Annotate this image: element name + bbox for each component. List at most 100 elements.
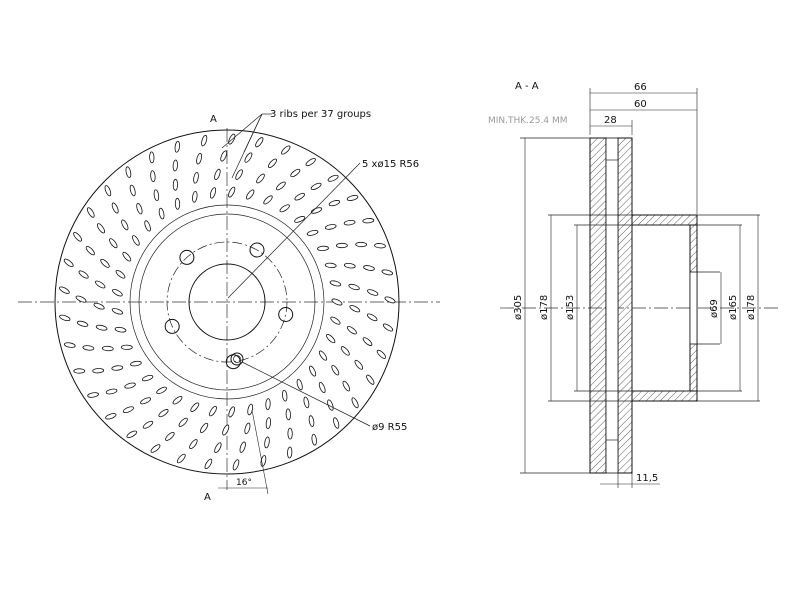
hole-note: 5 xø15 R56 [362, 159, 419, 170]
vent-slot [158, 409, 169, 418]
vent-slot [112, 288, 123, 297]
vent-slot [276, 181, 286, 191]
small-hole-note-leader [241, 361, 371, 427]
vent-slot [59, 314, 71, 322]
vent-slot [87, 392, 99, 398]
vent-slot [193, 171, 199, 184]
section-view: A - A MIN.THK.25.4 MM 66 60 28 [488, 81, 780, 488]
vent-slot [327, 399, 334, 411]
dim-11-5-label: 11,5 [636, 473, 658, 484]
vent-slot [306, 229, 319, 236]
vent-slot [326, 334, 336, 344]
vent-gap [605, 137, 619, 474]
bolt-circle [166, 241, 288, 363]
vent-slot [209, 405, 217, 417]
vent-slot [309, 365, 317, 377]
vent-slot [281, 145, 291, 155]
vent-slot [111, 308, 124, 315]
vent-slot [76, 320, 89, 327]
small-locating-hole-inner [233, 355, 241, 363]
rib-note-leader-3 [243, 113, 263, 153]
vent-slot [196, 152, 203, 165]
vent-slot [142, 420, 154, 429]
hole-note-leader [227, 162, 361, 299]
vent-slot [327, 174, 339, 182]
vent-slot [265, 417, 272, 429]
vent-slot [172, 178, 179, 191]
disc-outer-edge [54, 129, 400, 475]
vent-slot [156, 386, 167, 395]
hat-inner-circle [138, 213, 316, 391]
vent-slot [95, 280, 106, 289]
vent-slot [101, 345, 114, 352]
front-view: A A 3 ribs per 37 groups 5 xø15 R56 ø9 R… [18, 109, 440, 503]
vent-slot [220, 150, 228, 162]
vent-slot [190, 402, 200, 412]
vent-slot [120, 344, 133, 350]
vent-slot [111, 365, 124, 371]
vent-slot [331, 365, 340, 376]
vent-slot [200, 422, 209, 433]
vent-slot [324, 224, 337, 230]
bolt-hole [278, 307, 294, 322]
vent-slot [235, 169, 243, 180]
vent-slot [140, 397, 152, 405]
vent-slot [362, 337, 373, 346]
vent-slot [115, 270, 126, 279]
section-marker-top: A [210, 114, 217, 125]
vent-slot [330, 316, 341, 325]
vent-slot [78, 270, 89, 279]
vent-slot [85, 245, 95, 256]
rib-note-leader-1 [221, 113, 263, 149]
vent-slot [311, 433, 317, 446]
angle-label: 16° [236, 478, 252, 488]
dim-153-label: ø153 [565, 295, 576, 320]
vent-slot [63, 342, 76, 348]
vent-slot [329, 280, 342, 287]
vent-slot [189, 439, 198, 450]
bolt-hole [179, 249, 195, 265]
ventilation-slots [59, 133, 396, 471]
vent-slot [382, 323, 394, 332]
vent-slot [244, 422, 251, 435]
dim-178-left-label: ø178 [539, 295, 550, 320]
vent-slot [328, 200, 341, 207]
inner-friction-plate [617, 137, 633, 474]
center-bore [188, 263, 266, 341]
vent-slot [244, 152, 253, 163]
vent-slot [349, 305, 361, 313]
vent-slot [105, 388, 118, 395]
vent-slot [96, 223, 106, 234]
vent-slot [381, 269, 394, 276]
vent-slot [333, 417, 340, 429]
vent-slot [318, 381, 326, 394]
vent-slot [153, 189, 160, 202]
vent-slot [132, 235, 140, 246]
vent-slot [136, 203, 143, 215]
bolt-hole [249, 242, 265, 258]
vent-slot [355, 241, 368, 248]
dim-305-label: ø305 [513, 295, 524, 320]
bolt-hole [164, 318, 180, 334]
outer-friction-plate [589, 137, 607, 474]
vent-slot [150, 170, 156, 183]
vent-slot [340, 346, 350, 356]
vent-slot [82, 345, 95, 351]
vent-slot [367, 289, 379, 296]
vent-slot [109, 238, 118, 249]
vent-slot [268, 158, 277, 168]
bolt-holes [164, 242, 294, 370]
vent-slot [111, 202, 119, 214]
vent-slot [178, 417, 188, 427]
vent-slot [343, 219, 356, 226]
section-title: A - A [515, 81, 539, 92]
vent-slot [346, 326, 357, 335]
hat-outer-circle [129, 204, 325, 400]
vent-slot [122, 251, 132, 262]
vent-slot [214, 442, 222, 454]
vent-slot [149, 151, 155, 164]
vent-slot [209, 187, 217, 199]
vent-slot [165, 431, 175, 441]
vent-slot [228, 186, 236, 198]
vent-slot [384, 296, 396, 304]
